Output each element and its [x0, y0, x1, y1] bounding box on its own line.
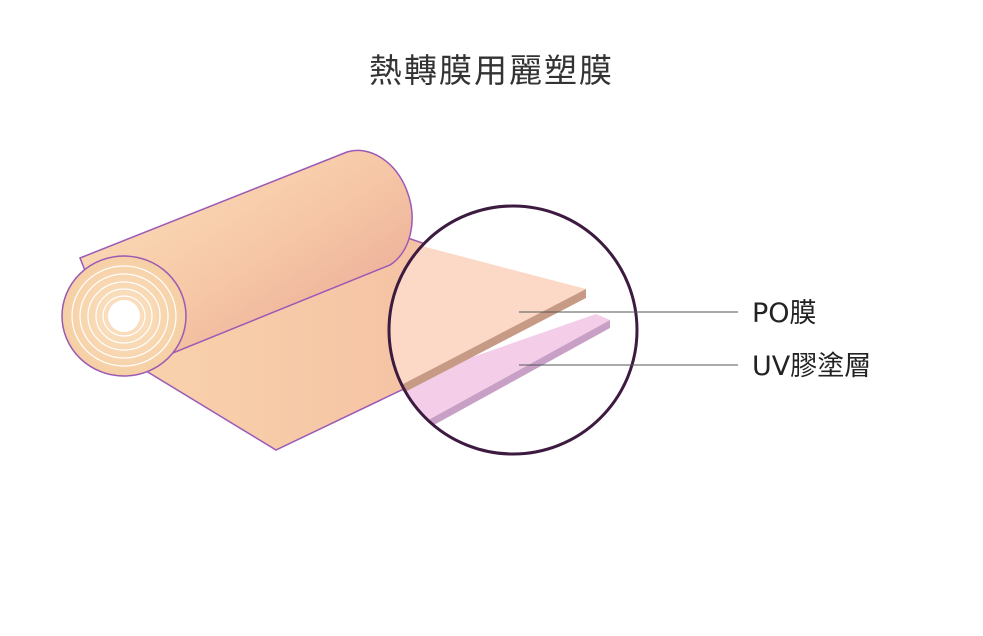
po-film-label: PO膜: [752, 298, 817, 329]
roll-core-hole: [108, 300, 140, 332]
magnifier: [387, 204, 639, 456]
uv-coating-layer: [389, 314, 610, 440]
magnifier-ring: [387, 204, 639, 456]
uv-coating-label: UV膠塗層: [752, 351, 872, 382]
roll-end-face: [61, 255, 187, 377]
page-title: 熱轉膜用麗塑膜: [369, 51, 614, 90]
po-film-layer: [389, 210, 586, 395]
